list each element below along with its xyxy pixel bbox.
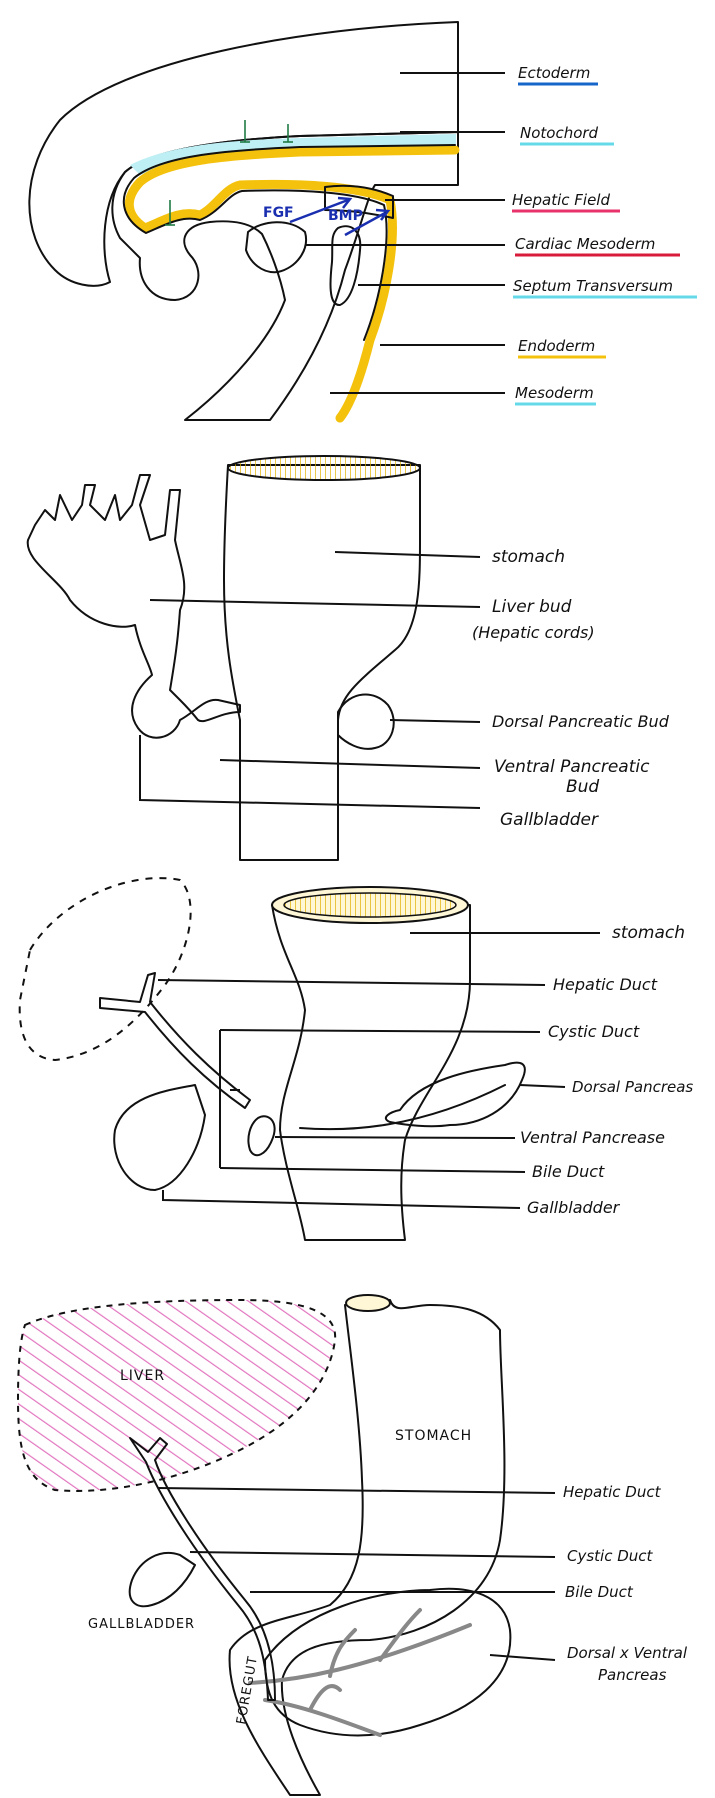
dorsal-pancreas-shape — [386, 1063, 525, 1127]
label-bile-duct: Bile Duct — [565, 1583, 634, 1601]
label-liver-bud: Liver bud — [492, 597, 572, 617]
label-mesoderm: Mesoderm — [515, 384, 594, 402]
label-ventral-pancrease: Ventral Pancrease — [520, 1128, 665, 1147]
label-foregut: FOREGUT — [234, 1655, 261, 1726]
endoderm-line-outline — [124, 145, 455, 340]
stomach-rim — [346, 1295, 390, 1311]
fgf-signal-label: FGF — [263, 205, 294, 221]
stomach-rim — [228, 456, 420, 480]
gallbladder-shape — [130, 1553, 195, 1606]
label-gallbladder: Gallbladder — [527, 1198, 621, 1217]
label-hepatic-duct: Hepatic Duct — [563, 1483, 662, 1501]
label-gallbladder: GALLBLADDER — [88, 1617, 195, 1632]
liver-shape — [18, 1300, 335, 1491]
stomach-tube — [224, 465, 420, 860]
label-gallbladder: Gallbladder — [500, 810, 599, 830]
label-stomach: stomach — [492, 547, 565, 567]
label-dorsal-pancreas: Dorsal Pancreas — [572, 1078, 693, 1096]
label-liver: LIVER — [120, 1368, 165, 1384]
gallbladder-shape — [114, 1085, 205, 1190]
dorsal-pancreatic-bud-shape — [338, 695, 394, 749]
label-ventral-pancreatic-bud: Bud — [566, 777, 599, 797]
label-stomach: STOMACH — [395, 1428, 472, 1444]
label-cystic-duct: Cystic Duct — [567, 1547, 654, 1565]
label-ventral-pancreatic: Ventral Pancreatic — [494, 757, 650, 777]
label-cystic-duct: Cystic Duct — [548, 1022, 640, 1041]
label-pancreas-line2: Pancreas — [598, 1666, 667, 1684]
stomach-shape — [272, 905, 470, 1240]
stomach-rim-inner — [284, 893, 456, 917]
label-hepatic-cords: (Hepatic cords) — [472, 623, 595, 642]
bmp-signal-label: BMP — [328, 208, 363, 224]
liver-bud-shape — [28, 475, 240, 738]
label-notochord: Notochord — [520, 124, 599, 142]
label-hepatic-duct: Hepatic Duct — [553, 975, 658, 994]
label-stomach: stomach — [612, 923, 685, 943]
pancreatic-duct-tree — [250, 1610, 470, 1735]
panel-1-hepatic-induction: FGF BMP Ectoderm Notochord Hepatic Field… — [29, 22, 697, 420]
panel-2-liver-bud: stomach Liver bud (Hepatic cords) Dorsal… — [28, 456, 670, 860]
label-septum-transversum: Septum Transversum — [513, 277, 673, 295]
mesoderm-shape — [112, 132, 458, 420]
pancreas-shape — [265, 1589, 510, 1736]
label-cardiac-mesoderm: Cardiac Mesoderm — [515, 235, 655, 253]
ventral-pancrease-shape — [248, 1116, 274, 1155]
label-ectoderm: Ectoderm — [518, 64, 590, 82]
label-dorsal-pancreatic-bud: Dorsal Pancreatic Bud — [492, 712, 670, 731]
panel-3-ducts: stomach Hepatic Duct Cystic Duct Dorsal … — [20, 878, 694, 1240]
hepatic-duct-shape — [100, 973, 250, 1108]
liver-outline-dashed — [20, 878, 191, 1060]
label-endoderm: Endoderm — [518, 337, 595, 355]
label-hepatic-field: Hepatic Field — [512, 191, 610, 209]
label-bile-duct: Bile Duct — [532, 1162, 605, 1181]
label-pancreas-line1: Dorsal x Ventral — [567, 1644, 688, 1662]
panel-4-adult-anatomy: LIVER STOMACH Hepatic Duct Cystic Duct B… — [18, 1295, 688, 1795]
